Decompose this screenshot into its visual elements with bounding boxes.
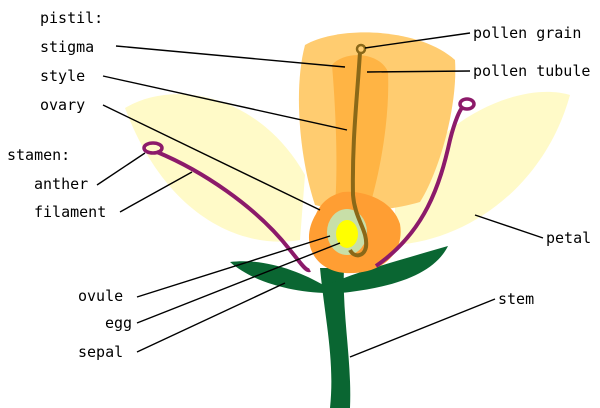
label-filament: filament	[34, 203, 106, 221]
anther-right	[460, 99, 474, 109]
leader-petal	[475, 215, 543, 238]
label-egg: egg	[105, 314, 132, 332]
petal-left	[125, 94, 305, 242]
label-pollen-grain: pollen grain	[473, 24, 581, 42]
label-stem: stem	[498, 290, 534, 308]
label-stigma: stigma	[40, 38, 94, 56]
label-stamen: stamen:	[7, 146, 70, 164]
leader-stem	[350, 299, 495, 357]
label-style: style	[40, 67, 85, 85]
label-ovule: ovule	[78, 287, 123, 305]
label-ovary: ovary	[40, 96, 85, 114]
label-anther: anther	[34, 175, 88, 193]
label-pistil: pistil:	[40, 9, 103, 27]
label-petal: petal	[546, 229, 591, 247]
leader-pollen-tubule	[367, 71, 470, 72]
leader-anther	[97, 153, 145, 185]
label-pollen-tubule: pollen tubule	[473, 62, 590, 80]
label-sepal: sepal	[78, 343, 123, 361]
